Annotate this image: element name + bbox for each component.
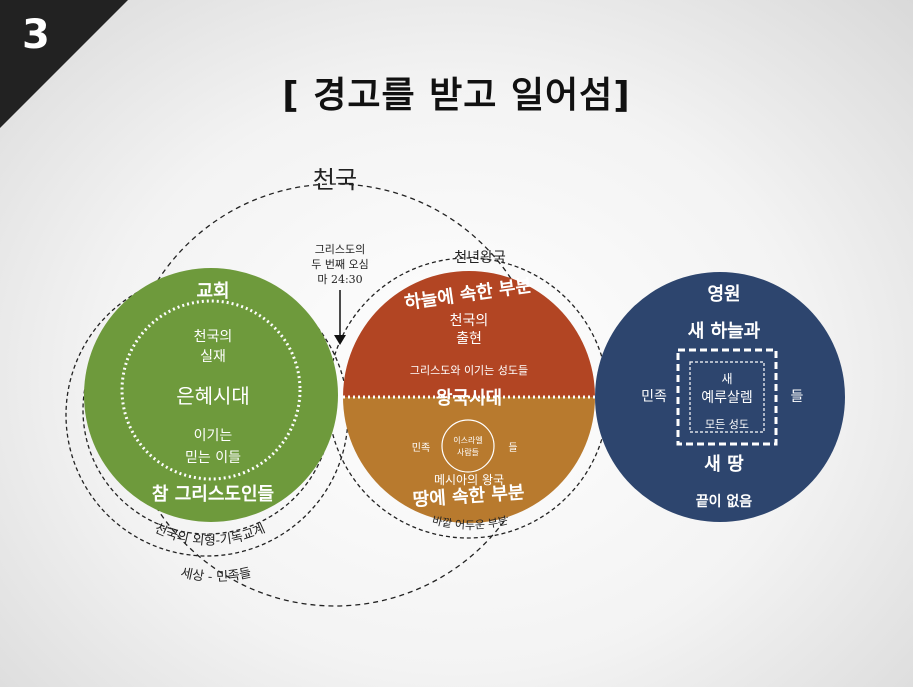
church-circle — [84, 268, 338, 522]
eternity-label: 영원 — [707, 284, 740, 305]
outer-darkness-label: 바깥 어두운 부분 — [431, 514, 509, 532]
church-label: 교회 — [196, 281, 229, 302]
israel-circle — [441, 419, 495, 473]
nations-label-left: 민족 — [412, 442, 430, 454]
page-title: [ 경고를 받고 일어섬] — [282, 75, 631, 116]
new-earth-label: 새 땅 — [704, 454, 744, 475]
kingdom-age-label: 왕국시대 — [436, 388, 502, 409]
millennium-label: 천년왕국 — [454, 250, 506, 266]
new-jerusalem-inner-box — [689, 361, 765, 433]
overcomers-line-2: 믿는 이들 — [185, 450, 241, 466]
second-coming-line-1: 그리스도의 — [315, 243, 366, 256]
new-heaven-label: 새 하늘과 — [688, 321, 761, 342]
israel-line-2: 사람들 — [457, 448, 479, 457]
plural-label: 들 — [791, 389, 804, 405]
new-jerusalem-line-2: 예루살렘 — [701, 390, 753, 406]
church-inner-dotted-circle — [120, 299, 302, 481]
slide-number: 3 — [22, 12, 50, 58]
grace-age-label: 은혜시대 — [176, 384, 250, 408]
slide-number-corner — [0, 0, 128, 128]
manifestation-line-1: 천국의 — [450, 313, 489, 329]
manifestation-line-2: 출현 — [456, 331, 482, 347]
second-coming-line-2: 두 번째 오심 — [311, 258, 369, 271]
eternity-circle — [595, 272, 845, 522]
plural-label-right: 들 — [508, 442, 517, 454]
heaven-label: 천국 — [313, 166, 357, 194]
reality-line-1: 천국의 — [194, 329, 233, 345]
new-jerusalem-outer-box — [676, 348, 778, 446]
new-jerusalem-line-1: 새 — [721, 372, 732, 386]
arrow-head — [334, 335, 346, 345]
overcoming-saints-label: 그리스도와 이기는 성도들 — [410, 364, 528, 377]
nations-label: 민족 — [641, 389, 667, 405]
israel-line-1: 이스라엘 — [453, 435, 482, 445]
endless-label: 끝이 없음 — [696, 493, 753, 510]
reality-line-2: 실재 — [200, 349, 226, 365]
kingdom-heavenly-half — [343, 271, 595, 397]
overcomers-line-1: 이기는 — [194, 428, 233, 444]
all-saints-label: 모든 성도 — [705, 418, 749, 431]
kingdom-earthly-half — [343, 397, 595, 523]
true-christians-label: 참 그리스도인들 — [152, 484, 274, 505]
world-nations-label: 세상 - 민족들 — [179, 566, 253, 585]
messiah-kingdom-label: 메시아의 왕국 — [434, 473, 504, 487]
second-coming-line-3: 마 24:30 — [317, 273, 362, 286]
